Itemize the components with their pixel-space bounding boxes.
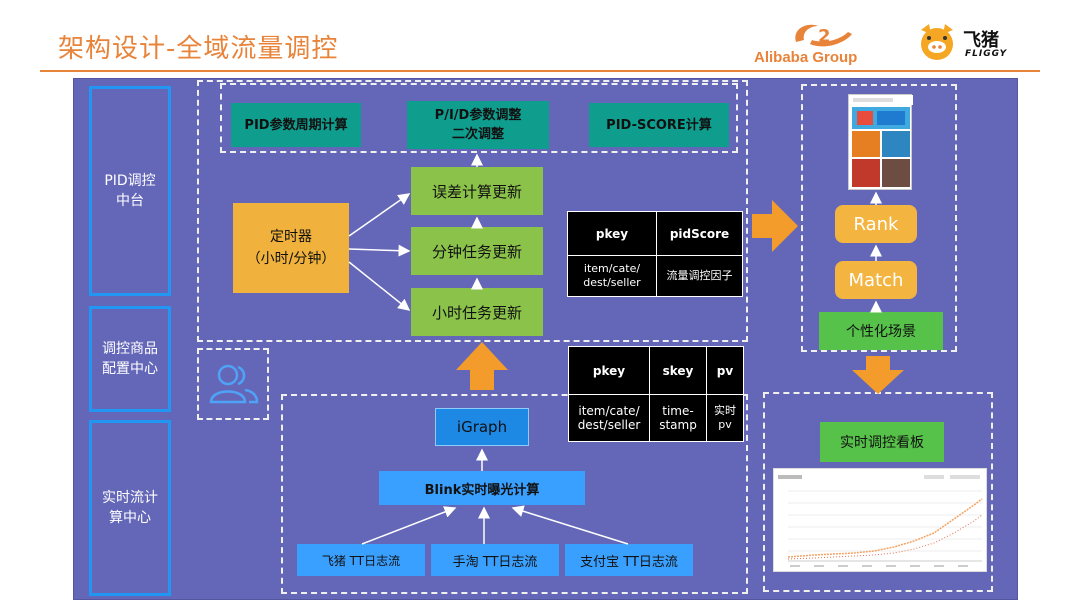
fliggy-name: 飞猪	[963, 30, 999, 51]
timer-to-minute-arrow	[348, 244, 411, 257]
fliggy-log-box: 飞猪 TT日志流	[297, 544, 425, 576]
igraph-to-updates-big-arrow	[456, 342, 508, 390]
mobile-screenshot	[848, 94, 913, 190]
svg-text:2: 2	[818, 26, 831, 47]
pid-score-table: pkey pidScore item/cate/ dest/seller 流量调…	[567, 211, 743, 297]
pid-region	[197, 80, 748, 342]
table-cell-timestamp: time- stamp	[649, 394, 707, 442]
config-region	[197, 348, 269, 420]
alibaba-logo: 2 Alibaba Group	[752, 20, 902, 68]
fliggy-name-en: FLIGGY	[965, 49, 1008, 59]
scene-to-board-big-arrow	[852, 356, 904, 394]
igraph-box: iGraph	[435, 408, 529, 446]
pid-score-calc-box: PID-SCORE计算	[589, 103, 729, 147]
fliggy-pig-icon	[921, 24, 953, 60]
table-header-pidscore: pidScore	[656, 211, 743, 256]
timer-to-hour-arrow	[348, 261, 411, 311]
sidebar-stream-center: 实时流计 算中心	[89, 420, 171, 596]
alipay-to-blink-arrow	[511, 505, 629, 545]
sidebar-pid-center: PID调控 中台	[89, 86, 171, 296]
dashboard-title-box: 实时调控看板	[820, 422, 944, 462]
personalized-scene-box: 个性化场景	[819, 312, 943, 350]
table-header-pkey: pkey	[568, 346, 650, 395]
table-cell-pkey: item/cate/ dest/seller	[567, 255, 657, 297]
title-divider	[40, 70, 1040, 72]
page-title: 架构设计-全域流量调控	[58, 34, 339, 64]
sidebar-config-center: 调控商品 配置中心	[89, 306, 171, 412]
pid-to-scene-big-arrow	[752, 200, 798, 252]
rank-box: Rank	[835, 205, 917, 243]
fliggy-logo: 飞猪 FLIGGY	[915, 22, 1035, 68]
timer-box: 定时器 （小时/分钟）	[233, 203, 349, 293]
match-box: Match	[835, 261, 917, 299]
dashboard-chart-thumbnail	[773, 468, 987, 572]
timer-to-error-arrow	[348, 193, 411, 237]
blink-calc-box: Blink实时曝光计算	[379, 471, 585, 505]
alibaba-wordmark: Alibaba Group	[754, 49, 858, 66]
stream-region	[281, 394, 748, 594]
table-cell-pv: 实时 pv	[706, 394, 744, 442]
pid-period-calc-box: PID参数周期计算	[231, 103, 361, 147]
minute-task-box: 分钟任务更新	[411, 227, 543, 275]
alipay-log-box: 支付宝 TT日志流	[565, 544, 693, 576]
mobile-app-image	[849, 95, 913, 187]
table-header-pv: pv	[706, 346, 744, 395]
table-cell-factor: 流量调控因子	[656, 255, 743, 297]
error-update-box: 误差计算更新	[411, 167, 543, 215]
pid-param-adjust-box: P/I/D参数调整 二次调整	[407, 101, 549, 149]
pv-table: pkey skey pv item/cate/ dest/seller time…	[568, 346, 744, 442]
scene-region	[801, 84, 957, 352]
pid-calc-region	[220, 83, 738, 153]
alibaba-smile-icon: 2	[795, 24, 852, 47]
taobao-log-box: 手淘 TT日志流	[431, 544, 559, 576]
table-cell-pkey: item/cate/ dest/seller	[568, 394, 650, 442]
users-icon	[205, 360, 261, 408]
fliggy-to-blink-arrow	[361, 506, 457, 545]
dashboard-chart-image	[778, 475, 983, 567]
hour-task-box: 小时任务更新	[411, 288, 543, 336]
